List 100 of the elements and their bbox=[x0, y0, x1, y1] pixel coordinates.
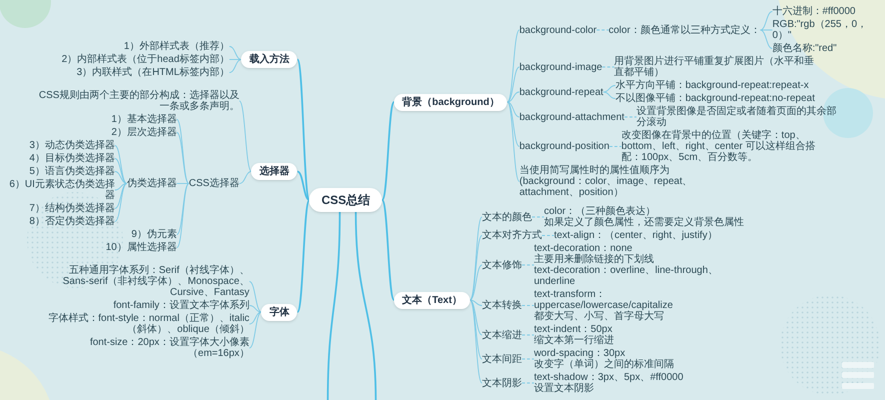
connector-line bbox=[506, 30, 520, 102]
connector-line bbox=[114, 171, 128, 184]
topic-text: 文本间距 bbox=[482, 354, 522, 364]
topic-text: 10）属性选择器 bbox=[106, 242, 177, 253]
topic-text: 水平方向平铺：background-repeat:repeat-x bbox=[615, 80, 809, 91]
connector-line bbox=[229, 46, 242, 60]
connector-line bbox=[470, 235, 482, 300]
connector-line bbox=[114, 183, 128, 190]
topic-text: 设置背景图像是否固定或者随着页面的其余部分滚动 bbox=[636, 106, 836, 128]
topic-text: 用背景图片进行平铺重复扩展图片（水平和垂直都平铺） bbox=[614, 56, 814, 78]
connector-line bbox=[624, 116, 637, 118]
topic-text: 十六进制：#ff0000 bbox=[772, 6, 856, 17]
connector-line bbox=[506, 66, 520, 102]
connector-line bbox=[249, 312, 262, 348]
topic-text: 2）层次选择器 bbox=[111, 127, 177, 138]
topic-text: 1）基本选择器 bbox=[111, 114, 177, 125]
topic-text: 改变图像在背景中的位置（关键字：top、bottom、left、right、center 可以这样组合搭配：100px、5cm、百分数等。 bbox=[621, 130, 822, 163]
connector-line bbox=[326, 212, 341, 400]
connector-line bbox=[176, 132, 190, 184]
branch-topic: 载入方法 bbox=[241, 51, 298, 68]
topic-text: 3）内联样式（在HTML标签内部） bbox=[76, 67, 230, 78]
topic-text: 缩文本第一行缩进 bbox=[534, 335, 614, 346]
topic-text: 伪类选择器 bbox=[126, 178, 177, 189]
connector-line bbox=[470, 300, 482, 336]
connector-line bbox=[176, 119, 190, 184]
topic-text: font-family：设置文本字体系列 bbox=[113, 300, 250, 311]
connector-line bbox=[296, 59, 310, 200]
connector-line bbox=[239, 171, 252, 184]
topic-text: RGB:"rgb（255，0，0）" bbox=[772, 19, 885, 41]
connector-line bbox=[506, 92, 520, 102]
connector-line bbox=[229, 59, 242, 73]
connector-line bbox=[760, 30, 773, 49]
topic-text: color：（三种颜色表达） bbox=[544, 206, 657, 217]
connector-line bbox=[249, 305, 262, 312]
connector-line bbox=[297, 170, 310, 201]
topic-text: 主要用来删除链接的下划线 bbox=[534, 254, 655, 265]
topic-text: 8）否定伪类选择器 bbox=[29, 216, 115, 227]
topic-text: background-attachment bbox=[519, 112, 624, 122]
connector-line bbox=[602, 85, 616, 92]
connector-line bbox=[506, 102, 520, 118]
topic-text: background-color bbox=[519, 24, 597, 36]
topic-text: background-position bbox=[519, 141, 610, 152]
connector-line bbox=[470, 300, 482, 384]
branch-topic: 选择器 bbox=[251, 163, 298, 180]
connector-line bbox=[608, 146, 622, 147]
connector-line bbox=[470, 216, 482, 300]
connector-line bbox=[522, 305, 534, 306]
topic-text: 文本的颜色 bbox=[482, 212, 532, 222]
connector-line bbox=[542, 235, 554, 236]
topic-text: 如果定义了颜色属性，还需要定义背景色属性 bbox=[544, 217, 744, 228]
topic-text: text-align：（center、right、justify） bbox=[554, 230, 718, 241]
topic-text: font-size：20px：设置字体大小像素（em=16px） bbox=[44, 337, 250, 359]
connector-line bbox=[522, 264, 534, 266]
topic-text: 1）外部样式表（推荐） bbox=[124, 41, 230, 52]
topic-text: text-transform：uppercase/lowercase/capitalize bbox=[534, 289, 674, 311]
connector-line bbox=[506, 102, 520, 147]
root-topic: CSS总结 bbox=[309, 188, 382, 212]
connector-line bbox=[602, 66, 615, 68]
connector-line bbox=[176, 183, 190, 248]
topic-text: 文本阴影 bbox=[482, 378, 522, 388]
topic-text: 2）内部样式表（位于head标签内部） bbox=[62, 54, 230, 65]
connector-line bbox=[354, 212, 377, 400]
topic-text: text-shadow：3px、5px、#ff0000 bbox=[534, 372, 684, 383]
connector-line bbox=[381, 199, 395, 301]
topic-text: background-image bbox=[519, 62, 602, 72]
topic-text: 颜色名称:"red" bbox=[772, 43, 837, 54]
topic-text: 9）伪元素 bbox=[131, 229, 177, 240]
topic-text: 文本转换 bbox=[482, 300, 522, 311]
topic-text: 文本对齐方式 bbox=[482, 230, 542, 241]
branch-topic: 文本（Text） bbox=[394, 292, 470, 308]
topic-text: 文本缩进 bbox=[482, 330, 522, 340]
connector-line bbox=[114, 145, 128, 184]
connector-line bbox=[760, 11, 773, 30]
connector-line bbox=[249, 312, 262, 324]
topic-text: 6）UI元素状态伪类选择器 bbox=[0, 179, 115, 201]
connector-line bbox=[249, 281, 262, 312]
topic-text: color：颜色通常以三种方式定义： bbox=[608, 24, 760, 36]
connector-line bbox=[229, 59, 242, 60]
connector-line bbox=[522, 382, 534, 384]
branch-topic: 背景（background） bbox=[394, 94, 508, 110]
topic-text: CSS选择器 bbox=[188, 178, 240, 189]
connector-line bbox=[470, 300, 482, 360]
topic-text: text-indent：50px bbox=[534, 324, 612, 335]
connector-line bbox=[506, 102, 520, 182]
topic-text: 4）目标伪类选择器 bbox=[29, 153, 115, 164]
connector-line bbox=[602, 92, 616, 99]
topic-text: word-spacing：30px bbox=[534, 348, 626, 359]
topic-text: CSS规则由两个主要的部分构成：选择器以及一条或多条声明。 bbox=[34, 90, 240, 112]
connector-line bbox=[114, 183, 128, 222]
topic-text: 7）结构伪类选择器 bbox=[29, 203, 115, 214]
topic-text: 不以图像平铺：background-repeat:no-repeat bbox=[615, 93, 815, 104]
connector-line bbox=[239, 100, 252, 172]
topic-text: 文本修饰 bbox=[482, 260, 522, 270]
connector-line bbox=[470, 264, 482, 300]
topic-text: 设置文本阴影 bbox=[534, 383, 595, 394]
connector-line bbox=[176, 183, 190, 235]
connector-line bbox=[522, 358, 534, 360]
topic-text: 当使用简写属性时的属性值顺序为(background：color、image、repeat、attachment、position） bbox=[519, 165, 720, 198]
topic-text: 都变大写、小写、首字母大写 bbox=[534, 311, 665, 322]
branch-topic: 字体 bbox=[261, 304, 298, 320]
